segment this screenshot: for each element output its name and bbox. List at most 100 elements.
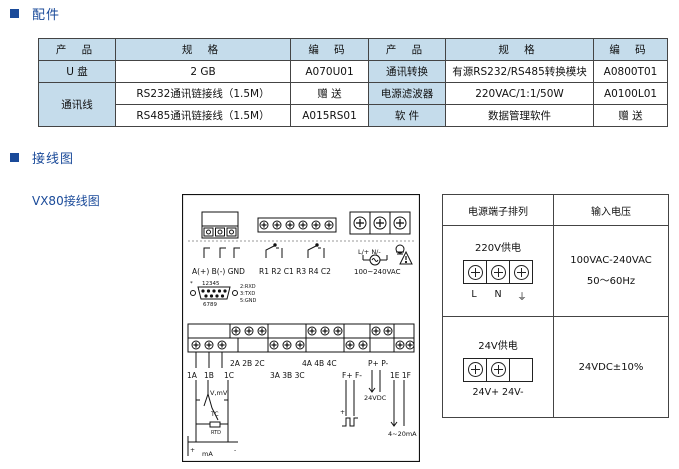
col-header: 规 格 [445, 38, 594, 61]
col-header: 编 码 [593, 38, 668, 61]
ch-3abc-label: 3A 3B 3C [270, 371, 305, 380]
table-row: U 盘 2 GB A070U01 通讯转换 有源RS232/RS485转换模块 … [38, 60, 668, 83]
ch-1a-label: 1A [187, 371, 198, 380]
spec-cell: RS232通讯链接线（1.5M） [115, 82, 291, 105]
code-cell: A015RS01 [290, 104, 369, 127]
vx80-title: VX80接线图 [32, 194, 100, 208]
col-header: 产 品 [38, 38, 116, 61]
svg-text:-: - [234, 447, 236, 454]
table-row: RS485通讯链接线（1.5M） A015RS01 软 件 数据管理软件 赠 送 [39, 104, 668, 127]
table-row: 220V供电 L N ⏚ 100VAC-240VAC 50～60Hz [442, 225, 669, 317]
screw-icon [467, 264, 483, 280]
table-header-row: 电源端子排列 输入电压 [442, 194, 669, 226]
relay-terminal-strip [257, 217, 337, 233]
wiring-title: 接线图 [32, 151, 75, 167]
ground-icon: ⏚ [517, 292, 527, 303]
screw-icon [490, 362, 506, 377]
dc-output-wiring: 24VDC 4~20mA [364, 370, 417, 438]
frequency-input: + [340, 380, 358, 427]
code-cell: A070U01 [290, 60, 369, 83]
col-header: 电源端子排列 [442, 194, 554, 226]
relay-contacts [265, 243, 325, 258]
svg-text:+: + [340, 409, 345, 416]
table-row: 24V供电 24V+ 24V- 24VDC±10% [442, 316, 669, 418]
spec-cell: 220VAC/1:1/50W [445, 82, 594, 105]
dc-terminal [463, 357, 533, 382]
screw-icon [513, 264, 529, 280]
svg-text:12345: 12345 [202, 281, 220, 287]
code-cell: A0800T01 [593, 60, 668, 83]
dc-terminal-cell: 24V供电 24V+ 24V- [442, 316, 554, 418]
svg-text:2:RXD: 2:RXD [240, 284, 256, 290]
v24-label: 24VDC [364, 394, 387, 402]
input-wiring: V,mV TC RTD + mA - [187, 352, 238, 458]
warning-icon [399, 250, 413, 265]
table-header-row: 产 品 规 格 编 码 产 品 规 格 编 码 [38, 38, 668, 61]
square-bullet-icon [10, 8, 19, 18]
ac-voltage-cell: 100VAC-240VAC 50～60Hz [553, 225, 669, 317]
tc-label: TC [210, 411, 219, 418]
dc-title: 24V供电 [478, 340, 518, 352]
ac-n-label: N [494, 289, 502, 300]
ma-label: mA [202, 450, 213, 458]
io-terminal-block [187, 323, 415, 353]
table-row: 通讯线 RS232通讯链接线（1.5M） 赠 送 电源滤波器 220VAC/1:… [38, 82, 668, 127]
rs485-connector [201, 211, 239, 239]
rs485-label: A(+) B(-) GND [192, 267, 245, 276]
col-header: 产 品 [368, 38, 446, 61]
power-range-label: 100~240VAC [354, 268, 401, 276]
spec-cell: 有源RS232/RS485转换模块 [445, 60, 594, 83]
code-cell: 赠 送 [290, 82, 369, 105]
col-header: 输入电压 [553, 194, 669, 226]
power-terminal-table: 电源端子排列 输入电压 220V供电 L N ⏚ 100VAC-240VAC 5… [442, 194, 669, 418]
code-cell: 赠 送 [593, 104, 668, 127]
wiring-heading: 接线图 [10, 147, 74, 167]
ch-4abc-label: 4A 4B 4C [302, 359, 337, 368]
svg-text:+: + [190, 447, 195, 454]
dc-labels: 24V+ 24V- [472, 386, 524, 398]
product-cell: U 盘 [38, 60, 116, 83]
db9-connector: * 12345 6789 2:RXD 3:TXD 5:GND [190, 281, 256, 308]
device-outline [181, 193, 421, 463]
spec-cell: 2 GB [115, 60, 291, 83]
ch-ff-label: F+ F- [342, 371, 362, 380]
product-cell: 通讯转换 [368, 60, 446, 83]
svg-text:3:TXD: 3:TXD [240, 291, 255, 297]
dc-voltage-cell: 24VDC±10% [553, 316, 669, 418]
product-cell: 通讯线 [38, 82, 116, 127]
rtd-label: RTD [211, 430, 221, 436]
screw-icon [490, 264, 506, 280]
square-bullet-icon [10, 152, 19, 162]
svg-text:*: * [190, 281, 193, 287]
product-cell: 电源滤波器 [368, 82, 446, 105]
ch-1c-label: 1C [224, 371, 234, 380]
relay-label: R1 R2 C1 R3 R4 C2 [259, 267, 331, 276]
ac-voltage: 100VAC-240VAC [570, 255, 652, 266]
ch-2abc-label: 2A 2B 2C [230, 359, 265, 368]
ac-terminal-cell: 220V供电 L N ⏚ [442, 225, 554, 317]
ch-1e1f-label: 1E 1F [390, 371, 411, 380]
wiring-diagram: A(+) B(-) GND R1 R2 C1 R3 R4 C2 L/+ N/- … [181, 193, 421, 463]
power-terminal [349, 211, 411, 235]
spec-cell: 数据管理软件 [445, 104, 594, 127]
power-symbol [362, 244, 405, 266]
svg-text:5:GND: 5:GND [240, 298, 256, 304]
vmv-label: V,mV [210, 389, 228, 397]
svg-text:6789: 6789 [203, 302, 217, 308]
ma420-label: 4~20mA [388, 430, 417, 438]
accessories-table: 产 品 规 格 编 码 产 品 规 格 编 码 U 盘 2 GB A070U01… [38, 38, 668, 127]
ac-l-label: L [471, 289, 477, 300]
power-ln-label: L/+ N/- [358, 248, 381, 256]
ac-terminal [463, 260, 533, 284]
product-cell: 软 件 [368, 104, 446, 127]
ch-1b-label: 1B [204, 371, 214, 380]
col-header: 编 码 [290, 38, 369, 61]
spec-cell: RS485通讯链接线（1.5M） [115, 104, 291, 127]
ac-title: 220V供电 [475, 243, 521, 254]
accessories-heading: 配件 [10, 3, 60, 23]
screw-icon [467, 362, 483, 377]
col-header: 规 格 [115, 38, 291, 61]
ch-pp-label: P+ P- [368, 359, 389, 368]
ac-frequency: 50～60Hz [586, 276, 636, 287]
code-cell: A0100L01 [593, 82, 668, 105]
